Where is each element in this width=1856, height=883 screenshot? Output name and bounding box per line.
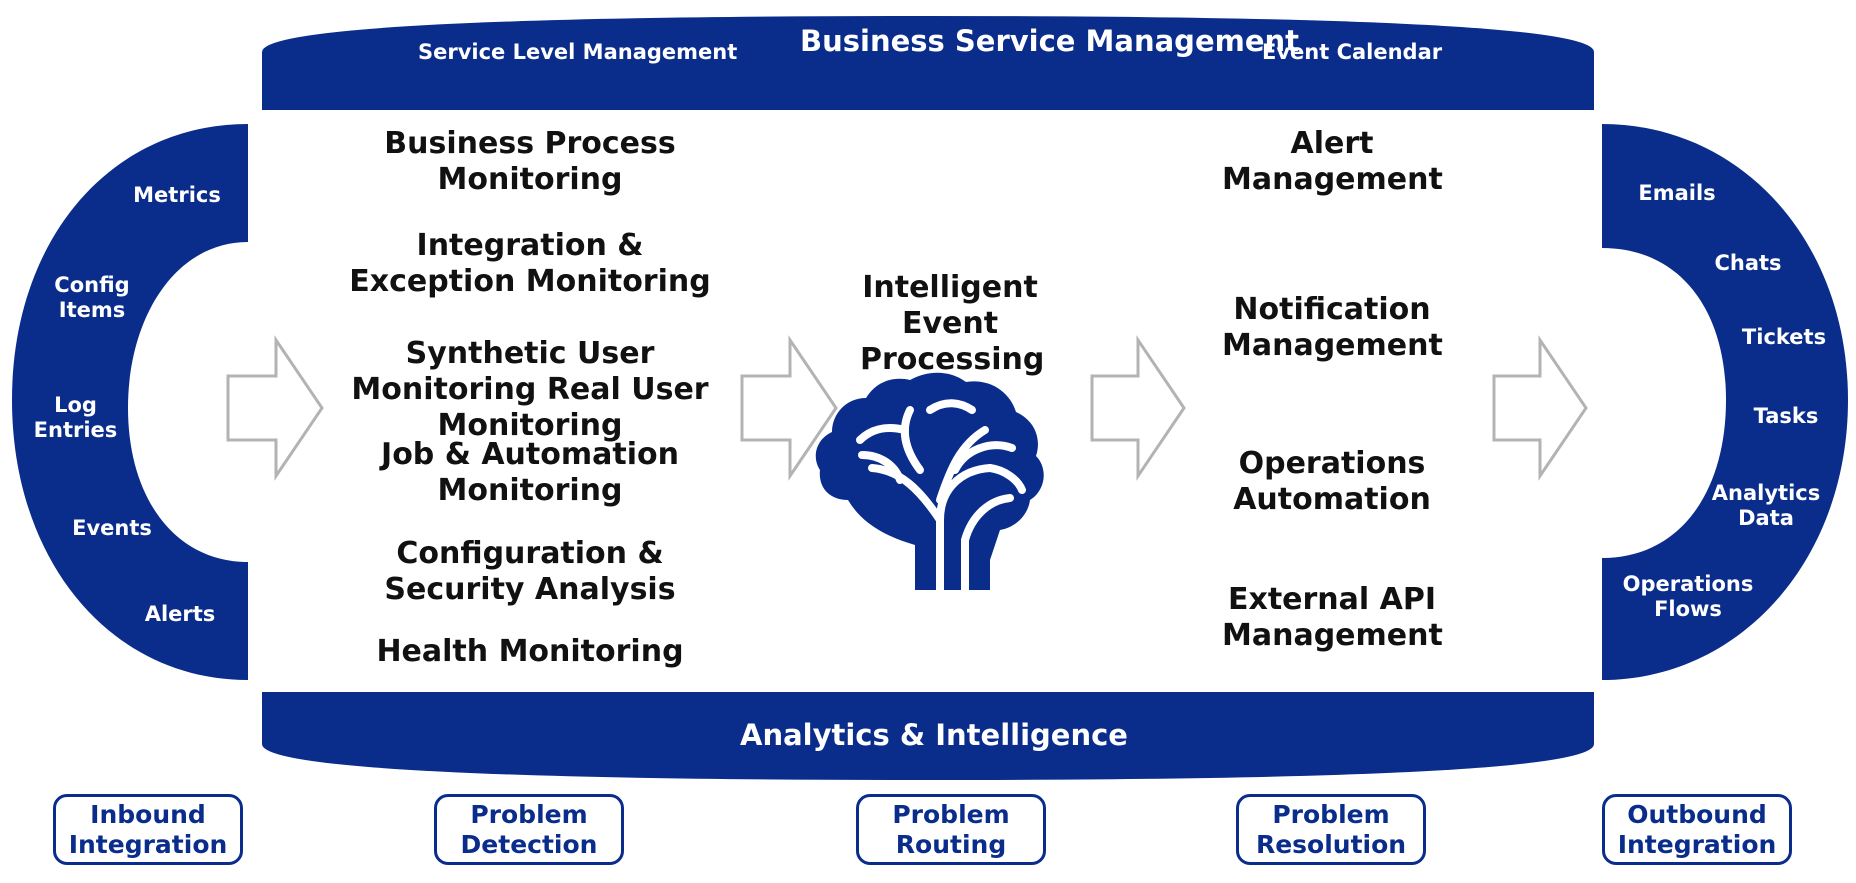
resolution-notification-management: Notification Management [1222, 292, 1443, 363]
bottom-banner [262, 692, 1594, 780]
phase-label: Problem Routing [892, 799, 1010, 859]
source-log-entries: Log Entries [33, 393, 118, 442]
flow-arrow-3 [1090, 335, 1186, 481]
resolution-alert-management: Alert Management [1222, 126, 1443, 197]
phase-problem-resolution: Problem Resolution [1236, 794, 1426, 865]
target-chats: Chats [1714, 251, 1782, 275]
detection-health-monitoring: Health Monitoring [376, 634, 684, 669]
source-metrics: Metrics [133, 183, 221, 207]
phase-label: Outbound Integration [1617, 799, 1777, 859]
detection-integration-exception-monitoring: Integration & Exception Monitoring [349, 228, 711, 299]
phase-label: Inbound Integration [68, 799, 228, 859]
phase-label: Problem Detection [460, 799, 598, 859]
business-service-management-title: Business Service Management [800, 24, 1300, 58]
target-emails: Emails [1638, 181, 1716, 205]
service-level-management-label: Service Level Management [418, 40, 738, 64]
top-banner [262, 16, 1594, 110]
phase-label: Problem Resolution [1255, 799, 1407, 859]
detection-configuration-security-analysis: Configuration & Security Analysis [384, 536, 676, 607]
phase-outbound-integration: Outbound Integration [1602, 794, 1792, 865]
phase-problem-routing: Problem Routing [856, 794, 1046, 865]
resolution-operations-automation: Operations Automation [1233, 446, 1431, 517]
flow-arrow-1 [226, 335, 324, 481]
detection-job-automation-monitoring: Job & Automation Monitoring [381, 437, 679, 508]
event-calendar-label: Event Calendar [1262, 40, 1443, 64]
phase-problem-detection: Problem Detection [434, 794, 624, 865]
detection-business-process-monitoring: Business Process Monitoring [384, 126, 676, 197]
flow-arrow-2 [740, 335, 838, 481]
brain-icon [815, 372, 1044, 594]
inbound-arc [12, 124, 248, 680]
intelligent-event-processing-label: Intelligent Event Processing [860, 270, 1045, 377]
outbound-arc [1602, 124, 1848, 680]
phase-inbound-integration: Inbound Integration [53, 794, 243, 865]
analytics-intelligence-title: Analytics & Intelligence [740, 718, 1128, 752]
target-operations-flows: Operations Flows [1622, 572, 1754, 621]
flow-arrow-4 [1492, 335, 1588, 481]
source-alerts: Alerts [144, 602, 216, 626]
target-tasks: Tasks [1753, 404, 1819, 428]
resolution-external-api-management: External API Management [1222, 582, 1443, 653]
source-events: Events [72, 516, 152, 540]
target-analytics-data: Analytics Data [1711, 481, 1821, 530]
detection-synthetic-real-user-monitoring: Synthetic User Monitoring Real User Moni… [351, 336, 709, 443]
target-tickets: Tickets [1741, 325, 1827, 349]
source-config-items: Config Items [54, 273, 130, 322]
